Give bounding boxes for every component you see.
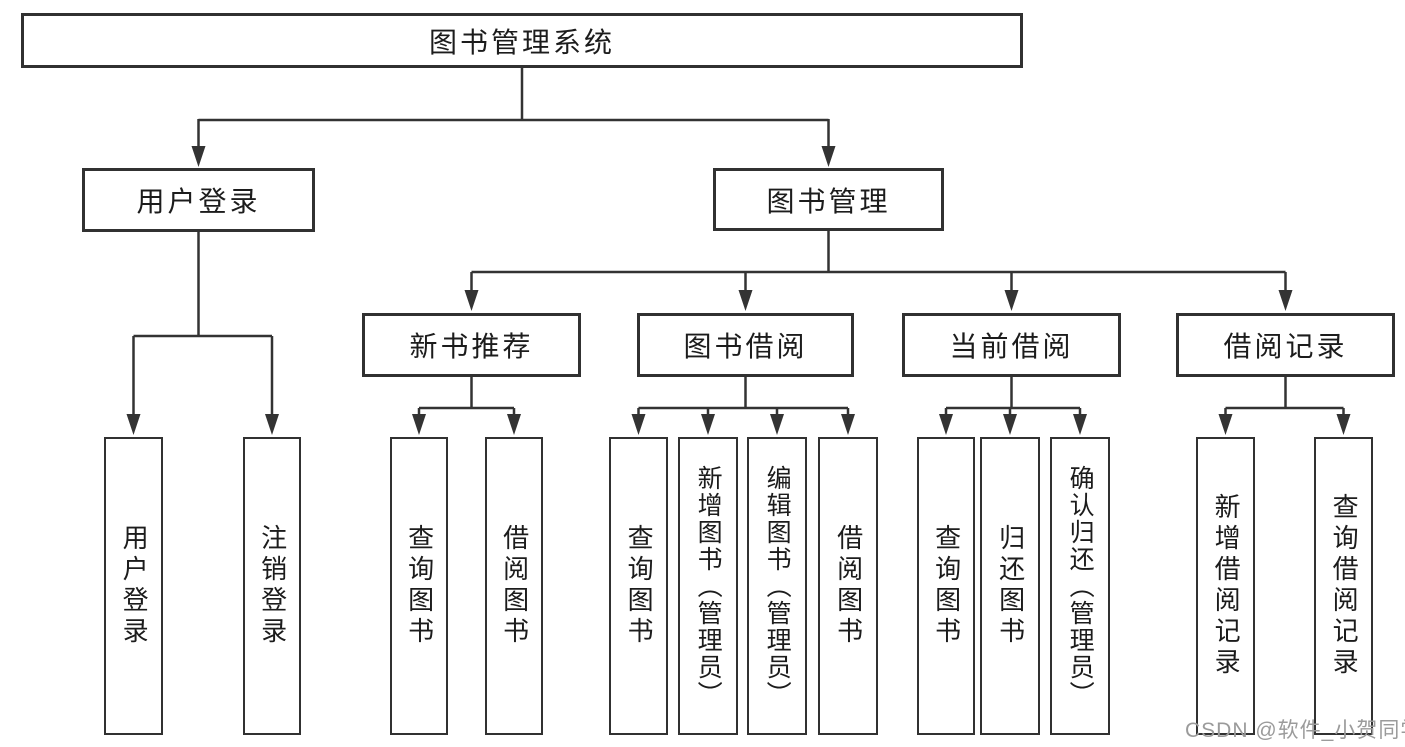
leaf-add-books-admin: 新增图书（管理员）	[678, 437, 738, 735]
leaf-return-books: 归还图书	[980, 437, 1040, 735]
leaf-query-books-current: 查询图书	[917, 437, 975, 735]
leaf-label: 新增图书（管理员）	[694, 464, 723, 708]
leaf-confirm-return-admin: 确认归还（管理员）	[1050, 437, 1110, 735]
node-new-book-recommend: 新书推荐	[362, 313, 581, 377]
leaf-label: 借阅图书	[833, 524, 864, 648]
node-book-management: 图书管理	[713, 168, 944, 231]
node-label: 图书管理	[766, 185, 891, 217]
leaf-label: 新增借阅记录	[1211, 493, 1242, 679]
leaf-borrow-books: 借阅图书	[818, 437, 878, 735]
node-label: 新书推荐	[409, 331, 534, 362]
arrowheads	[126, 146, 1351, 435]
node-current-borrow: 当前借阅	[902, 313, 1121, 377]
leaf-label: 确认归还（管理员）	[1066, 464, 1095, 708]
leaf-label: 注销登录	[257, 524, 288, 648]
node-library-management-system: 图书管理系统	[21, 13, 1023, 68]
node-borrow-records: 借阅记录	[1176, 313, 1395, 377]
leaf-label: 查询图书	[931, 524, 962, 648]
leaf-label: 用户登录	[119, 524, 150, 648]
node-book-borrow: 图书借阅	[637, 313, 854, 377]
leaf-label: 借阅图书	[499, 524, 530, 648]
leaf-edit-books-admin: 编辑图书（管理员）	[747, 437, 807, 735]
node-label: 借阅记录	[1223, 331, 1348, 362]
leaf-label: 查询图书	[404, 524, 435, 648]
csdn-watermark: CSDN @软件_小贺同学	[1185, 719, 1405, 742]
leaf-query-borrow-record: 查询借阅记录	[1314, 437, 1373, 735]
node-user-login: 用户登录	[82, 168, 315, 232]
node-label: 图书管理系统	[428, 26, 615, 58]
node-label: 图书借阅	[683, 331, 808, 362]
leaf-query-books-borrow: 查询图书	[609, 437, 668, 735]
node-label: 当前借阅	[949, 331, 1074, 362]
node-label: 用户登录	[136, 186, 261, 217]
leaf-query-books-recommend: 查询图书	[390, 437, 448, 735]
leaf-label: 查询借阅记录	[1329, 493, 1360, 679]
leaf-add-borrow-record: 新增借阅记录	[1196, 437, 1255, 735]
leaf-label: 查询图书	[624, 524, 655, 648]
leaf-borrow-books-recommend: 借阅图书	[485, 437, 543, 735]
leaf-logout: 注销登录	[243, 437, 301, 735]
leaf-label: 归还图书	[995, 524, 1026, 648]
leaf-user-login: 用户登录	[104, 437, 163, 735]
leaf-label: 编辑图书（管理员）	[763, 464, 792, 708]
